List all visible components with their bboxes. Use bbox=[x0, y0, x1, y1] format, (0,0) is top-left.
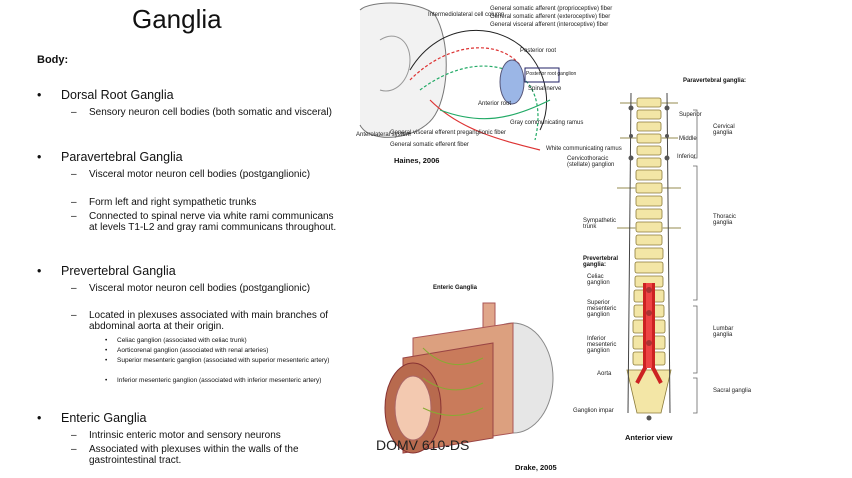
label-gve: General visceral efferent preganglionic … bbox=[390, 130, 506, 136]
item-text: Sensory neuron cell bodies (both somatic… bbox=[89, 107, 332, 118]
label-cervical: Cervical ganglia bbox=[713, 124, 735, 136]
dash-marker: – bbox=[71, 211, 77, 222]
list-item: – Associated with plexuses within the wal… bbox=[71, 444, 341, 468]
label-middle: Middle bbox=[679, 136, 697, 142]
dash-marker: – bbox=[71, 283, 77, 294]
label-ganglion-impar: Ganglion impar bbox=[573, 408, 614, 414]
label-aorta: Aorta bbox=[597, 371, 612, 377]
dash-marker: – bbox=[71, 310, 77, 321]
sub-item-text: Inferior mesenteric ganglion (associated… bbox=[117, 377, 322, 384]
list-item: – Sensory neuron cell bodies (both somati… bbox=[71, 107, 341, 131]
label-prevertebral: Prevertebral ganglia: bbox=[583, 256, 619, 268]
bullet-marker: • bbox=[37, 88, 42, 102]
label-sympathetic-trunk: Sympathetic trunk bbox=[583, 218, 617, 230]
heading-paravertebral: Paravertebral Ganglia bbox=[61, 150, 183, 164]
bullet-marker: • bbox=[105, 337, 108, 344]
spinal-cord-figure: General somatic afferent (proprioceptive… bbox=[350, 0, 622, 170]
vertebral-column-drawing bbox=[617, 92, 698, 421]
label-superior: Superior bbox=[679, 112, 702, 118]
label-sacral: Sacral ganglia bbox=[713, 388, 752, 394]
vertebral-figure: Paravertebral ganglia: Superior Middle I… bbox=[565, 78, 755, 443]
label-white-ramus: White communicating ramus bbox=[546, 146, 622, 152]
enteric-figure: Enteric Ganglia Drake, 2005 bbox=[383, 278, 573, 473]
label-celiac: Celiac ganglion bbox=[587, 274, 610, 286]
dash-marker: – bbox=[71, 169, 77, 180]
bullet-marker: • bbox=[37, 411, 42, 425]
list-item: – Connected to spinal nerve via white ram… bbox=[71, 211, 341, 245]
credit-drake: Drake, 2005 bbox=[515, 463, 557, 472]
sub-item-text: Celiac ganglion (associated with celiac … bbox=[117, 337, 247, 344]
item-text: Form left and right sympathetic trunks bbox=[89, 197, 257, 208]
bullet-marker: • bbox=[37, 264, 42, 278]
dash-marker: – bbox=[71, 107, 77, 118]
label-inf-mesenteric: Inferior mesenteric ganglion bbox=[587, 336, 617, 354]
label-lumbar: Lumbar ganglia bbox=[713, 326, 734, 338]
label-gsa-extero: General somatic afferent (exteroceptive)… bbox=[490, 14, 611, 20]
bullet-marker: • bbox=[105, 377, 108, 384]
slide-title: Ganglia bbox=[132, 4, 222, 34]
label-posterior-root: Posterior root bbox=[520, 48, 557, 54]
bullet-dorsal-root: • Dorsal Root Ganglia bbox=[37, 88, 174, 102]
dash-marker: – bbox=[71, 430, 77, 441]
label-inferior: Inferior bbox=[677, 154, 696, 160]
bullet-paravertebral: • Paravertebral Ganglia bbox=[37, 150, 183, 164]
label-anterior-root: Anterior root bbox=[478, 101, 512, 107]
body-label: Body: bbox=[37, 54, 69, 66]
label-paravertebral: Paravertebral ganglia: bbox=[683, 78, 747, 84]
bullet-marker: • bbox=[105, 347, 108, 354]
list-item: – Visceral motor neuron cell bodies (post… bbox=[71, 169, 341, 193]
label-gray-ramus: Gray communicating ramus bbox=[510, 120, 584, 126]
item-text: Visceral motor neuron cell bodies (postg… bbox=[89, 169, 311, 180]
bullet-marker: • bbox=[37, 150, 42, 164]
list-item: – Intrinsic enteric motor and sensory neu… bbox=[71, 430, 341, 442]
label-iml: Intermediolateral cell column bbox=[428, 12, 505, 18]
label-anterior-view: Anterior view bbox=[625, 433, 673, 442]
list-item: – Located in plexuses associated with mai… bbox=[71, 310, 341, 334]
label-anterolateral: Anterolateral system bbox=[356, 132, 411, 138]
sub-item-text: Aorticorenal ganglion (associated with r… bbox=[117, 347, 269, 354]
credit-haines: Haines, 2006 bbox=[394, 156, 440, 165]
label-spinal-nerve: Spinal nerve bbox=[528, 86, 562, 92]
item-text: Visceral motor neuron cell bodies (postg… bbox=[89, 283, 311, 294]
label-sup-mesenteric: Superior mesenteric ganglion bbox=[587, 300, 617, 318]
item-text: Connected to spinal nerve via white rami… bbox=[89, 211, 337, 233]
heading-dorsal-root: Dorsal Root Ganglia bbox=[61, 88, 174, 102]
sub-item-text: Superior mesenteric ganglion (associated… bbox=[117, 357, 330, 364]
list-item: – Form left and right sympathetic trunks bbox=[71, 197, 341, 209]
item-text: Associated with plexuses within the wall… bbox=[89, 444, 299, 466]
spinal-cord-drawing bbox=[359, 2, 560, 151]
gut-wall-drawing bbox=[384, 302, 554, 454]
bullet-prevertebral: • Prevertebral Ganglia bbox=[37, 264, 176, 278]
item-text: Intrinsic enteric motor and sensory neur… bbox=[89, 430, 281, 441]
item-text: Located in plexuses associated with main… bbox=[89, 310, 329, 332]
heading-enteric: Enteric Ganglia bbox=[61, 411, 147, 425]
label-thoracic: Thoracic ganglia bbox=[713, 214, 737, 226]
label-gva: General visceral afferent (interoceptive… bbox=[490, 22, 609, 28]
label-gse: General somatic efferent fiber bbox=[390, 142, 469, 148]
watermark-text: DOMV 610-DS bbox=[376, 437, 470, 453]
list-item: – Visceral motor neuron cell bodies (post… bbox=[71, 283, 341, 307]
bullet-marker: • bbox=[105, 357, 108, 364]
dash-marker: – bbox=[71, 197, 77, 208]
label-cervicothoracic: Cervicothoracic (stellate) ganglion bbox=[567, 156, 615, 168]
bullet-enteric: • Enteric Ganglia bbox=[37, 411, 146, 425]
label-enteric-ganglia: Enteric Ganglia bbox=[433, 285, 478, 291]
label-gsa-proprio: General somatic afferent (proprioceptive… bbox=[490, 6, 613, 12]
dash-marker: – bbox=[71, 444, 77, 455]
heading-prevertebral: Prevertebral Ganglia bbox=[61, 264, 176, 278]
label-posterior-root-ganglion: Posterior root ganglion bbox=[526, 71, 577, 77]
